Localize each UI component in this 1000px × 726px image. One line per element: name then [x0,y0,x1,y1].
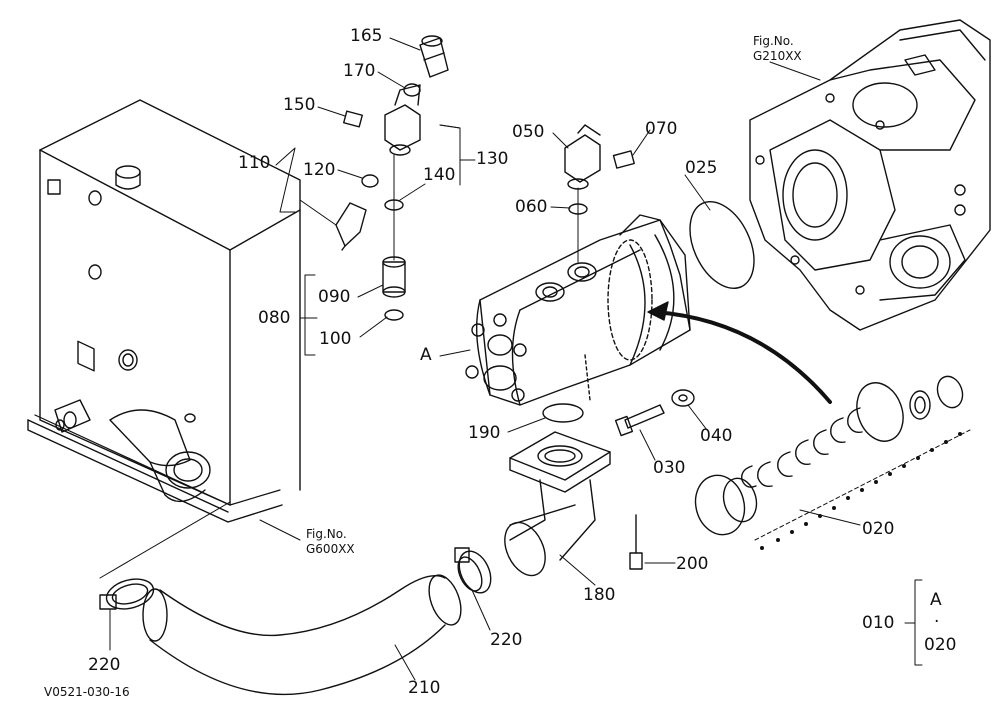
assembly-arrow [647,301,832,404]
fig-ref-g600-line2: G600XX [306,542,355,556]
ring-set-dots [760,432,962,550]
callout-140: 140 [423,165,456,185]
callout-060: 060 [515,197,548,217]
plug-150 [343,110,363,128]
callout-200: 200 [676,554,709,574]
drawing-code: V0521-030-16 [44,685,130,699]
range-from: A [930,590,942,610]
plug-070 [612,150,635,169]
transmission-housing [749,19,991,331]
callout-090: 090 [318,287,351,307]
callout-220-left: 220 [88,655,121,675]
range-to: 020 [924,635,957,655]
callout-A: A [420,345,432,365]
hydraulic-pump [465,214,691,406]
callout-070: 070 [645,119,678,139]
callout-130: 130 [476,149,509,169]
callout-020: 020 [862,519,895,539]
oring-120 [361,174,379,188]
fig-ref-g210-line2: G210XX [753,49,802,63]
leader-lines [99,37,923,681]
bolt-200 [629,514,643,570]
callout-150: 150 [283,95,316,115]
hydraulic-tank [27,99,301,523]
callout-190: 190 [468,423,501,443]
oring-025 [689,200,755,290]
bolt-030 [614,404,665,437]
elbow-fitting-110 [335,202,367,251]
fig-ref-g210-line1: Fig.No. [753,34,794,48]
elbow-fitting-050 [564,124,601,190]
callout-050: 050 [512,122,545,142]
callout-080: 080 [258,308,291,328]
suction-flange [509,431,611,493]
snap-ring-set-020 [694,375,971,541]
washer-040 [671,389,695,407]
elbow-fitting-130 [384,84,421,156]
callout-210: 210 [408,678,441,698]
callout-040: 040 [700,426,733,446]
hose-clamp-220-left [99,578,155,610]
callout-030: 030 [653,458,686,478]
oring-100 [384,309,404,321]
callout-100: 100 [319,329,352,349]
oring-190 [542,403,584,423]
adapter-090 [382,256,406,298]
hose-clamp-220-right [454,547,492,594]
suction-hose-210 [142,574,462,696]
callout-110: 110 [238,153,271,173]
callout-170: 170 [343,61,376,81]
suction-pipe-180 [504,479,596,577]
range-dot: · [934,612,940,632]
callout-025: 025 [685,158,718,178]
callout-120: 120 [303,160,336,180]
callout-010: 010 [862,613,895,633]
callout-165: 165 [350,26,383,46]
fig-ref-g600-line1: Fig.No. [306,527,347,541]
fitting-165 [419,35,449,78]
callout-220-right: 220 [490,630,523,650]
callout-180: 180 [583,585,616,605]
